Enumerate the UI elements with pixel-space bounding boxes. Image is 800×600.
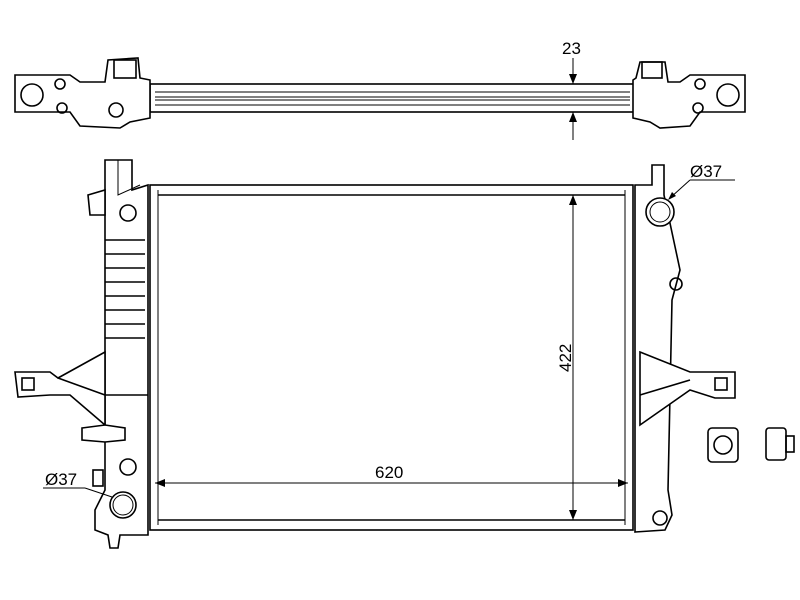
top-view-left-bracket bbox=[14, 57, 151, 129]
height-dimension: 422 bbox=[556, 195, 577, 520]
thickness-label: 23 bbox=[562, 39, 581, 58]
thickness-dimension: 23 bbox=[562, 39, 581, 140]
drain-plug-side bbox=[765, 427, 787, 461]
inlet-diameter-callout: Ø37 bbox=[668, 162, 735, 200]
top-view-right-bracket bbox=[632, 61, 746, 129]
width-dimension: 620 bbox=[155, 463, 628, 487]
drain-plug-front bbox=[707, 427, 739, 463]
left-mount-bracket bbox=[14, 350, 106, 427]
inlet-diameter-label: Ø37 bbox=[690, 162, 722, 181]
left-outlet-pipe bbox=[109, 491, 137, 519]
top-view bbox=[14, 57, 746, 129]
outlet-diameter-label: Ø37 bbox=[45, 470, 77, 489]
height-label: 422 bbox=[556, 344, 575, 372]
radiator-core bbox=[149, 184, 634, 531]
top-view-core bbox=[149, 83, 636, 113]
width-label: 620 bbox=[375, 463, 403, 482]
spare-parts bbox=[707, 427, 795, 463]
left-tank bbox=[14, 159, 149, 549]
left-tank-ribs bbox=[105, 239, 145, 339]
outlet-diameter-callout: Ø37 bbox=[43, 470, 113, 498]
right-tank bbox=[634, 164, 736, 533]
right-mount-bracket bbox=[639, 350, 736, 427]
